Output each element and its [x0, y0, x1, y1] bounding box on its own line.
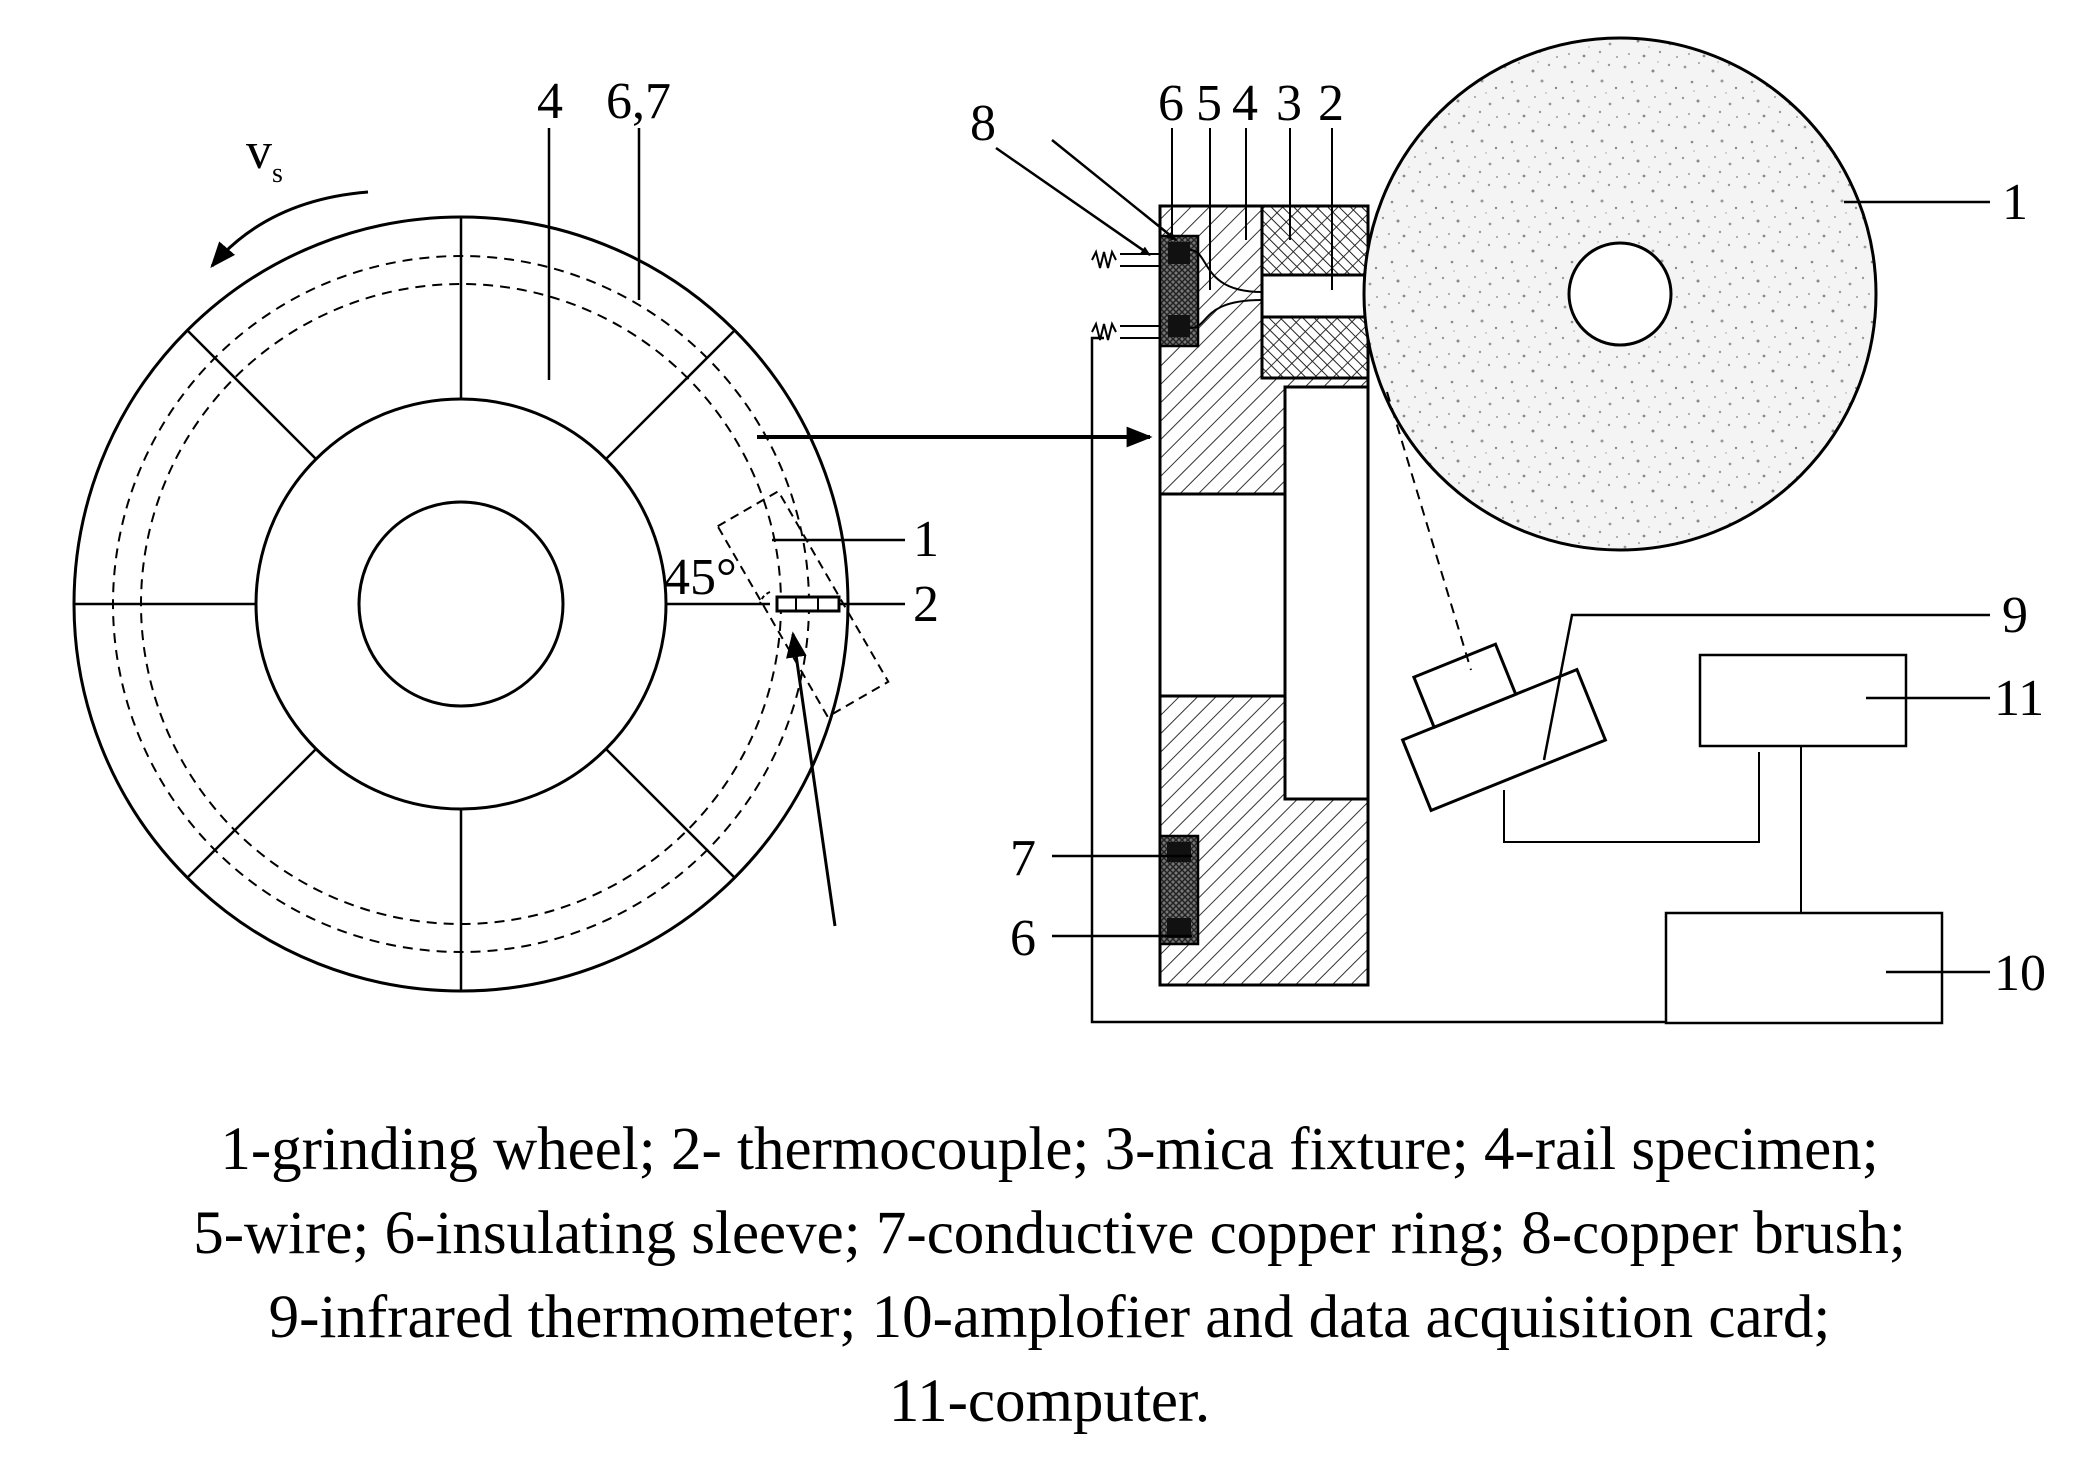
label-right-10: 10	[1994, 945, 2046, 1002]
computer-box	[1698, 653, 1990, 913]
label-left-6-7: 6,7	[606, 73, 671, 130]
copper-brush	[1091, 249, 1160, 341]
label-right-6-bottom: 6	[1010, 910, 1036, 967]
disc-middle-circle	[254, 397, 668, 811]
caption-line-3: 9-infrared thermometer; 10-amplofier and…	[268, 1284, 1831, 1351]
disc-specimen-dashed-outline	[716, 489, 890, 719]
right-view-section	[995, 128, 1941, 1024]
thermocouple-block	[1260, 273, 1370, 319]
amplifier-box	[1664, 911, 1990, 1025]
label-left-2: 2	[913, 576, 939, 633]
label-right-2: 2	[1318, 75, 1344, 132]
velocity-label: v	[246, 123, 272, 180]
rotation-arrow	[210, 190, 369, 268]
caption-line-2: 5-wire; 6-insulating sleeve; 7-conductiv…	[193, 1200, 1906, 1267]
disc-thermocouple-slot	[775, 595, 841, 613]
section-middle-blank	[1158, 492, 1287, 698]
thermocouple-arrow	[786, 631, 837, 927]
left-view-labels: v s 4 6,7 1 2 45°	[246, 73, 939, 633]
label-left-4: 4	[537, 73, 563, 130]
label-right-6-top: 6	[1158, 75, 1184, 132]
velocity-subscript: s	[272, 158, 283, 189]
label-right-3: 3	[1276, 75, 1302, 132]
caption-line-1: 1-grinding wheel; 2- thermocouple; 3-mic…	[220, 1116, 1879, 1183]
caption-line-4: 11-computer.	[888, 1368, 1211, 1435]
infrared-thermometer	[1386, 391, 1990, 843]
figure-caption: 1-grinding wheel; 2- thermocouple; 3-mic…	[0, 1108, 2099, 1444]
label-right-1: 1	[2002, 174, 2028, 231]
grinding-wheel	[1362, 36, 1990, 552]
label-right-7: 7	[1010, 830, 1036, 887]
section-slot	[1283, 385, 1370, 801]
disc-spokes	[74, 217, 770, 991]
label-right-8: 8	[970, 95, 996, 152]
label-right-5: 5	[1196, 75, 1222, 132]
disc-hub-circle	[357, 500, 565, 708]
angle-arc	[759, 591, 771, 605]
label-right-11: 11	[1994, 670, 2044, 727]
wheel-bore	[1567, 241, 1673, 347]
label-right-4: 4	[1232, 75, 1258, 132]
left-view-disc	[72, 128, 905, 993]
label-right-9: 9	[2002, 587, 2028, 644]
right-view-labels: 8 6 5 4 3 2 1 9 11 10 7 6	[970, 75, 2046, 1002]
angle-label: 45°	[664, 549, 737, 606]
label-left-1: 1	[913, 511, 939, 568]
